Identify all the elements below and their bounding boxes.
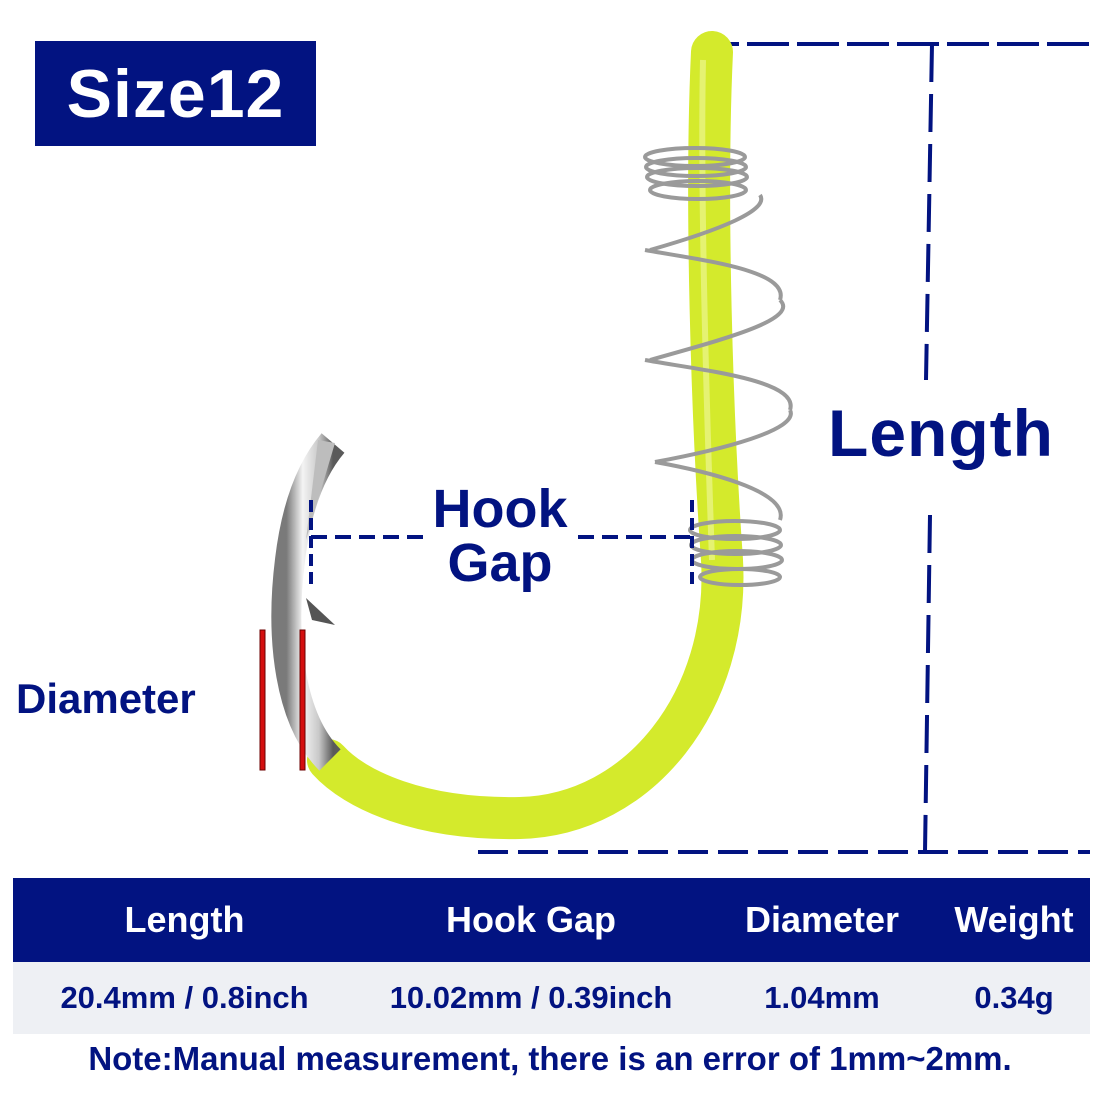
value-hook-gap: 10.02mm / 0.39inch (389, 980, 673, 1015)
hook-gap-label-line2: Gap (447, 533, 553, 593)
spec-table-row: 20.4mm / 0.8inch 10.02mm / 0.39inch 1.04… (13, 962, 1090, 1034)
size-label: Size12 (66, 55, 285, 132)
size-badge: Size12 (35, 41, 316, 146)
value-length: 20.4mm / 0.8inch (60, 980, 309, 1015)
fishing-hook-diagram (259, 31, 1090, 854)
value-diameter: 1.04mm (764, 980, 880, 1015)
measurement-note: Note:Manual measurement, there is an err… (88, 1040, 1012, 1077)
header-diameter: Diameter (744, 899, 900, 940)
hook-gap-label: Hook Gap (410, 482, 590, 590)
length-label: Length (828, 396, 1054, 470)
hook-body (271, 31, 744, 840)
diameter-label: Diameter (16, 675, 196, 722)
length-dimension-lines (478, 42, 1090, 854)
hook-gap-dimension-lines (309, 500, 694, 590)
hook-gap-label-line1: Hook (432, 479, 568, 539)
spring-coil (643, 146, 793, 587)
spec-table-header: Length Hook Gap Diameter Weight (13, 878, 1090, 962)
header-weight: Weight (954, 899, 1074, 940)
spec-table: Length Hook Gap Diameter Weight 20.4mm /… (13, 878, 1090, 1034)
header-hook-gap: Hook Gap (445, 899, 616, 940)
value-weight: 0.34g (974, 980, 1054, 1015)
diameter-markers (259, 629, 306, 771)
header-length: Length (124, 899, 245, 940)
